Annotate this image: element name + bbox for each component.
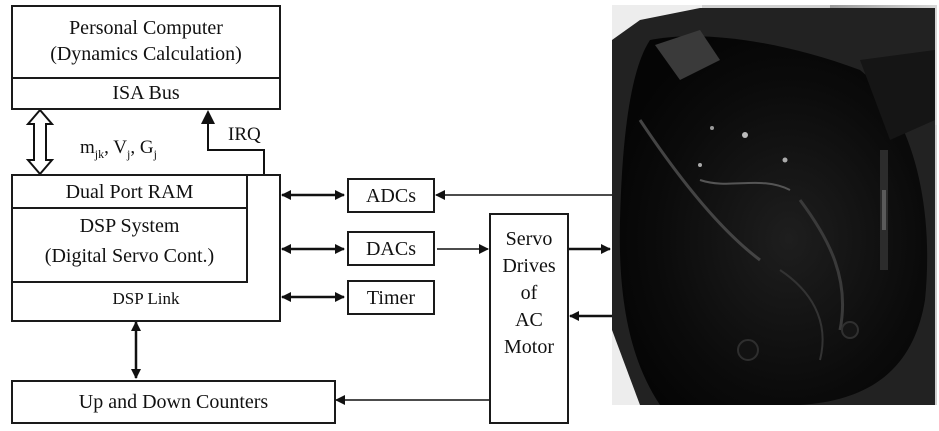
- dsp-system-block: DSP System (Digital Servo Cont.): [11, 207, 248, 283]
- irq-label: IRQ: [228, 124, 261, 146]
- timer-label: Timer: [349, 287, 433, 310]
- adc-label: ADCs: [349, 185, 433, 208]
- signal-m: m: [80, 137, 95, 158]
- dual-port-ram-label: Dual Port RAM: [13, 181, 246, 204]
- signal-g: G: [140, 137, 154, 158]
- isa-bus-label: ISA Bus: [13, 82, 279, 105]
- dsp-link-label: DSP Link: [13, 289, 279, 309]
- dual-port-ram-block: Dual Port RAM: [11, 174, 248, 209]
- dac-label: DACs: [349, 238, 433, 261]
- dsp-system-subtitle: (Digital Servo Cont.): [13, 245, 246, 268]
- pc-block: Personal Computer (Dynamics Calculation)…: [11, 5, 281, 110]
- servo-drives-line1: Servo: [491, 228, 567, 251]
- data-bus-arrow: [28, 110, 52, 174]
- signal-m-sub: jk: [95, 147, 104, 161]
- signal-g-sub: j: [154, 147, 157, 161]
- isa-bus-divider: [13, 77, 279, 79]
- counters-block: Up and Down Counters: [11, 380, 336, 424]
- servo-drives-block: Servo Drives of AC Motor: [489, 213, 569, 424]
- pc-title: Personal Computer: [13, 17, 279, 40]
- dsp-block: Dual Port RAM DSP System (Digital Servo …: [11, 174, 281, 322]
- dac-block: DACs: [347, 231, 435, 266]
- servo-drives-line5: Motor: [491, 336, 567, 359]
- servo-drives-line3: of: [491, 282, 567, 305]
- counters-label: Up and Down Counters: [13, 391, 334, 414]
- signals-label: mjk, Vj, Gj: [80, 137, 157, 162]
- adc-block: ADCs: [347, 178, 435, 213]
- pc-subtitle: (Dynamics Calculation): [13, 43, 279, 66]
- servo-drives-line2: Drives: [491, 255, 567, 278]
- signal-v: V: [113, 137, 127, 158]
- servo-drives-line4: AC: [491, 309, 567, 332]
- timer-block: Timer: [347, 280, 435, 315]
- dsp-system-title: DSP System: [13, 215, 246, 238]
